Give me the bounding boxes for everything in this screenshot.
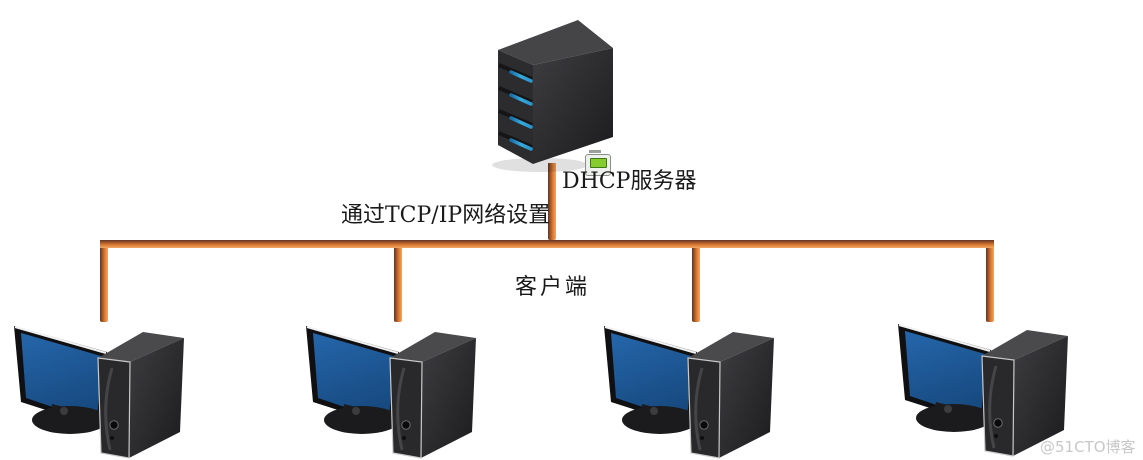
- client-computer-3: [590, 310, 810, 460]
- watermark: @51CTO博客: [1040, 438, 1136, 456]
- server-label: DHCP服务器: [562, 169, 697, 194]
- client-computer-icon: [12, 324, 186, 460]
- cable-client-drop-4: [986, 240, 994, 322]
- client-computer-2: [292, 310, 512, 460]
- cable-client-drop-2: [394, 246, 402, 322]
- cable-server-drop: [548, 163, 556, 240]
- clients-label: 客户端: [515, 275, 591, 300]
- dhcp-scope-green-bar: [590, 158, 607, 168]
- dhcp-scope-tab: [589, 150, 601, 153]
- client-computer-icon: [602, 324, 776, 460]
- client-computer-1: [0, 310, 220, 460]
- client-computer-icon: [304, 324, 478, 460]
- cable-client-drop-1: [100, 240, 108, 322]
- cable-network-bus: [100, 240, 994, 248]
- network-label: 通过TCP/IP网络设置: [341, 203, 551, 228]
- dhcp-scope-icon: [585, 150, 611, 176]
- cable-client-drop-3: [692, 246, 700, 322]
